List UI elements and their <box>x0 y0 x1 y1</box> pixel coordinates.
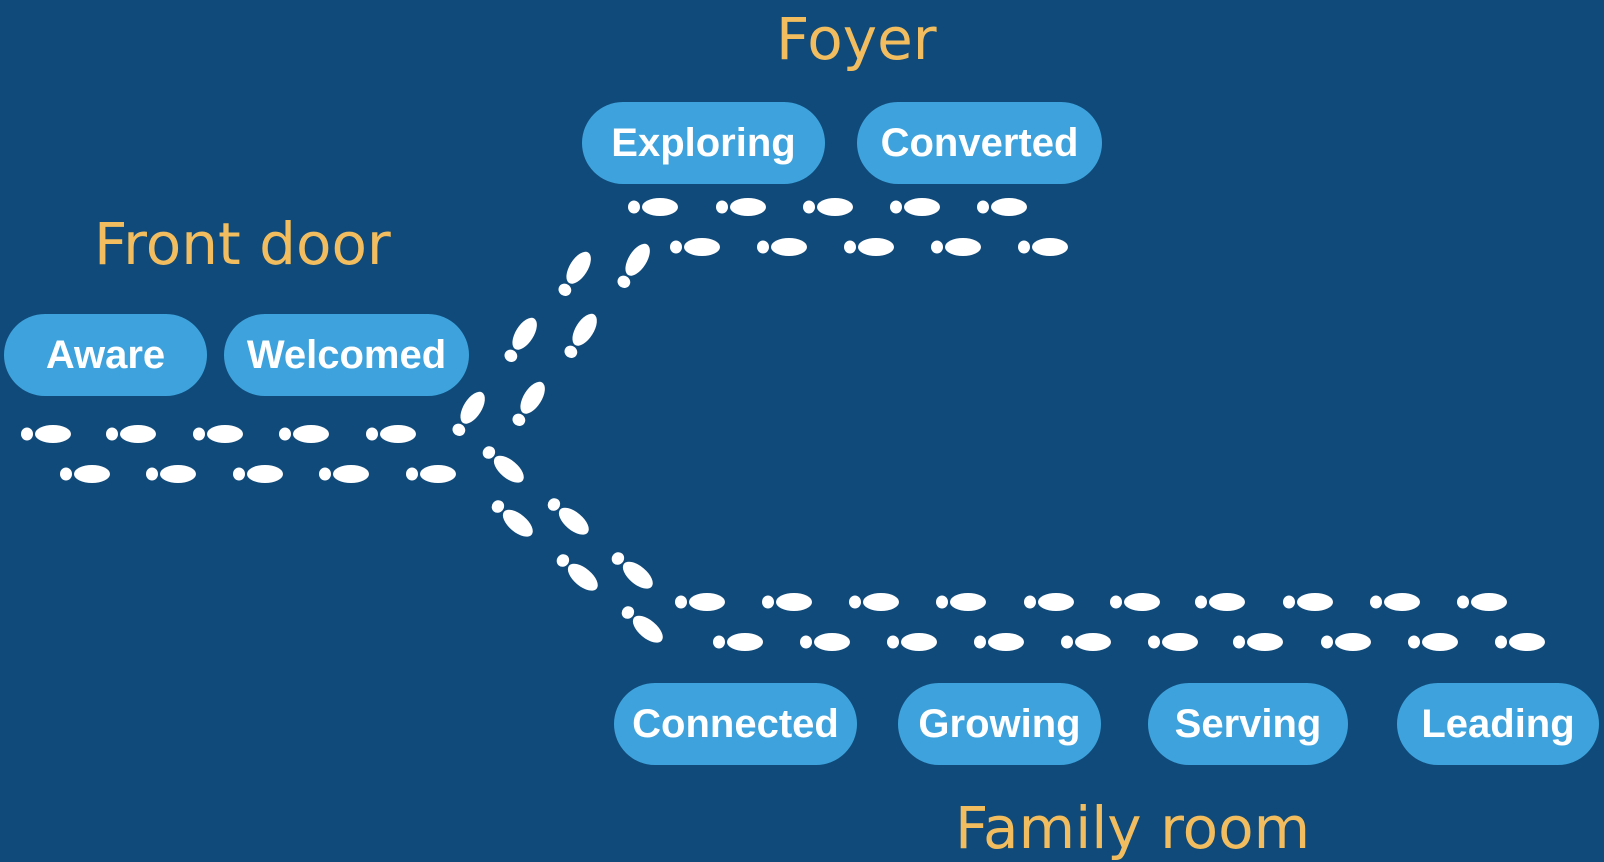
footprint-icon <box>716 198 766 216</box>
footprint-icon <box>762 593 812 611</box>
footprint-icon <box>146 465 196 483</box>
footprint-icon <box>1408 633 1458 651</box>
footprint-icon <box>931 238 981 256</box>
footprint-icon <box>974 633 1024 651</box>
footprint-icon <box>803 198 853 216</box>
stage-pill-aware: Aware <box>4 314 207 396</box>
footprint-icon <box>21 425 71 443</box>
footprint-icon <box>491 500 533 537</box>
footprint-icon <box>1495 633 1545 651</box>
footprint-icon <box>512 381 545 426</box>
footprint-icon <box>1233 633 1283 651</box>
footprint-icon <box>452 391 485 436</box>
footprint-icon <box>1457 593 1507 611</box>
footprint-icon <box>60 465 110 483</box>
footprint-icon <box>279 425 329 443</box>
footprint-icon <box>844 238 894 256</box>
footprint-icon <box>611 552 653 589</box>
footprint-icon <box>887 633 937 651</box>
footprint-icon <box>617 243 650 288</box>
footprint-icon <box>233 465 283 483</box>
footprint-icon <box>556 554 598 591</box>
footprint-icon <box>675 593 725 611</box>
stage-pill-welcomed: Welcomed <box>224 314 469 396</box>
stage-pill-serving: Serving <box>1148 683 1348 765</box>
footprint-icon <box>106 425 156 443</box>
stage-pill-growing: Growing <box>898 683 1101 765</box>
footprint-icon <box>1195 593 1245 611</box>
footprint-icon <box>890 198 940 216</box>
footprint-icon <box>713 633 763 651</box>
footprint-icon <box>1321 633 1371 651</box>
stage-pill-leading: Leading <box>1397 683 1599 765</box>
heading-front-door: Front door <box>94 210 391 278</box>
footprint-icon <box>628 198 678 216</box>
footprint-icon <box>193 425 243 443</box>
footprint-icon <box>849 593 899 611</box>
footprint-icon <box>936 593 986 611</box>
footprint-icon <box>670 238 720 256</box>
footprint-icon <box>800 633 850 651</box>
footprint-icon <box>319 465 369 483</box>
footprint-icon <box>366 425 416 443</box>
footprint-icon <box>1018 238 1068 256</box>
footprint-icon <box>504 317 537 362</box>
footprint-icon <box>1024 593 1074 611</box>
footprint-icon <box>564 313 597 358</box>
footprint-icon <box>1110 593 1160 611</box>
stage-pill-converted: Converted <box>857 102 1102 184</box>
footprint-icon <box>1148 633 1198 651</box>
footprint-icon <box>621 606 663 643</box>
heading-foyer: Foyer <box>776 5 937 73</box>
stage-pill-connected: Connected <box>614 683 857 765</box>
footprint-icon <box>558 251 591 296</box>
footprint-icon <box>1370 593 1420 611</box>
footprint-icon <box>977 198 1027 216</box>
footprint-icon <box>547 498 589 535</box>
footprint-icon <box>1061 633 1111 651</box>
heading-family-room: Family room <box>955 794 1311 862</box>
footprint-icon <box>1283 593 1333 611</box>
footprint-icon <box>406 465 456 483</box>
stage-pill-exploring: Exploring <box>582 102 825 184</box>
footprint-icon <box>757 238 807 256</box>
footprint-icon <box>482 446 524 483</box>
